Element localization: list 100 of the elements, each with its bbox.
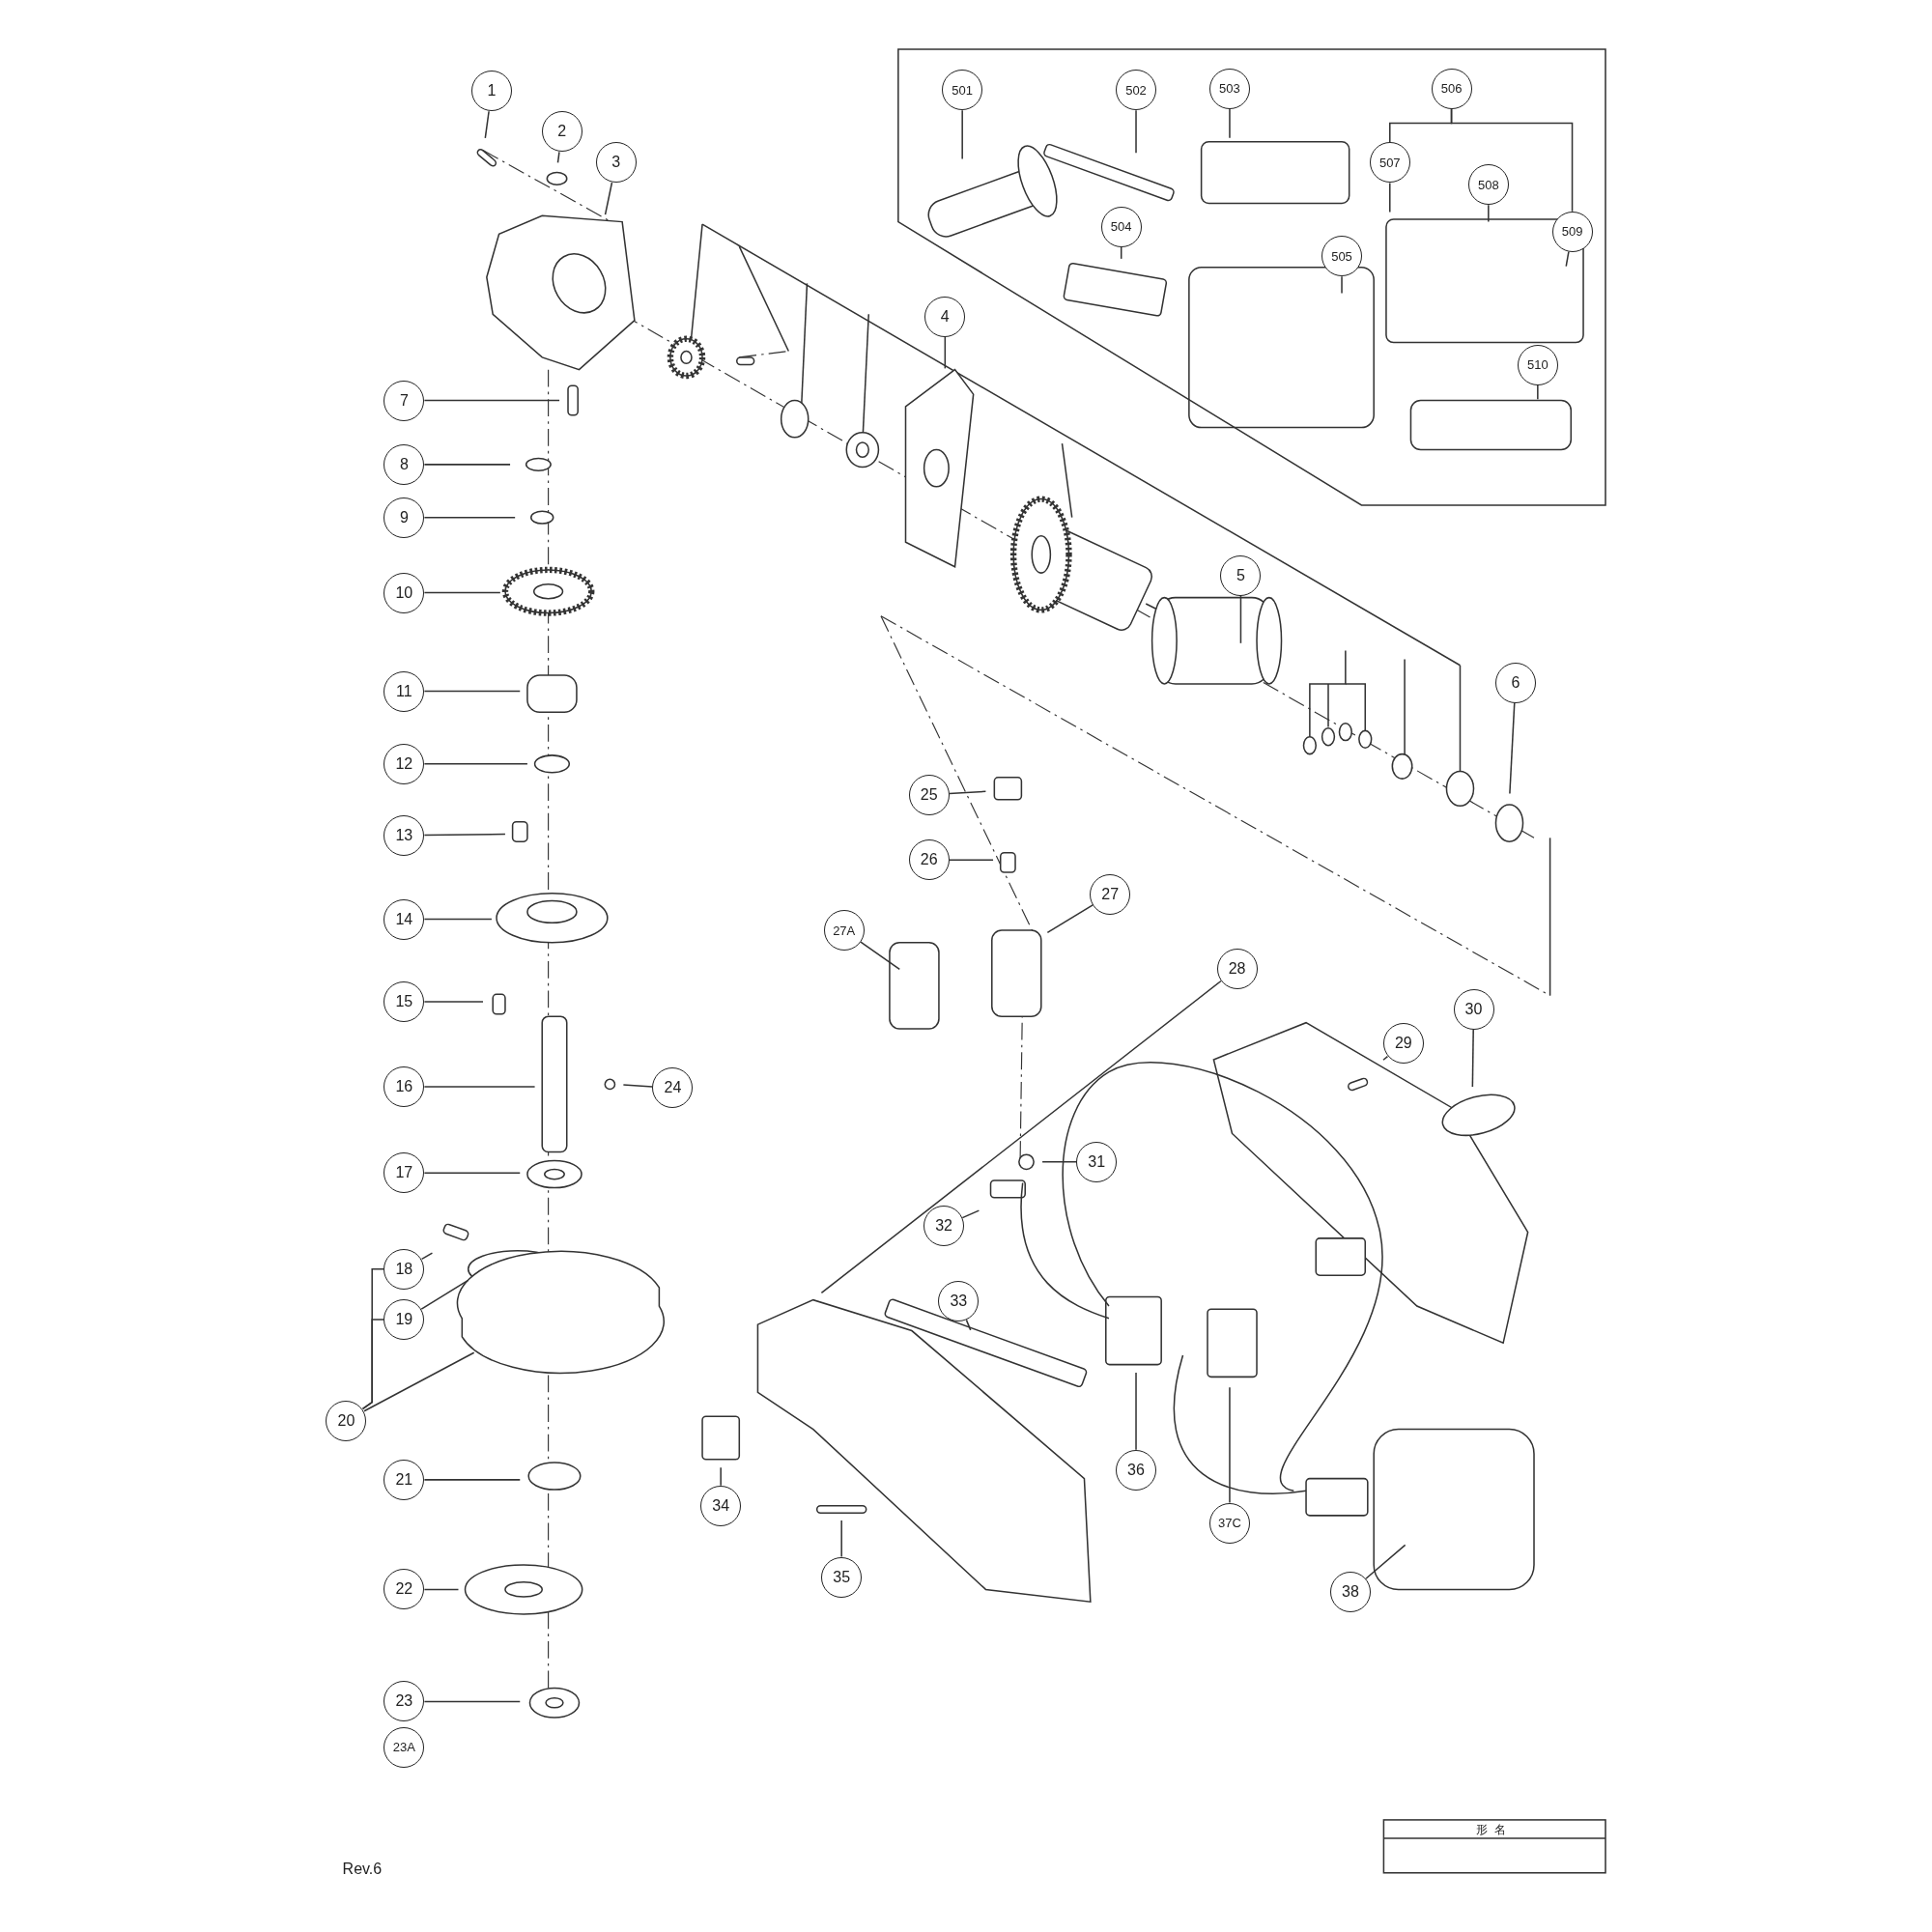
- leader-line: [720, 1466, 722, 1487]
- leader-line: [820, 980, 1222, 1294]
- callout-number: 8: [399, 455, 409, 473]
- callout-number: 509: [1561, 224, 1583, 240]
- callout-number: 11: [396, 682, 412, 700]
- callout-number: 505: [1331, 248, 1352, 264]
- callout-number: 502: [1125, 82, 1147, 98]
- callout-number: 510: [1526, 357, 1548, 373]
- callout-number: 12: [395, 754, 413, 773]
- callout-number: 1: [487, 82, 497, 100]
- leader-line: [604, 182, 613, 215]
- callout-number: 21: [395, 1470, 413, 1489]
- leader-line: [1135, 1372, 1137, 1451]
- leader-line: [363, 1351, 475, 1412]
- callout-number: 506: [1440, 81, 1463, 97]
- leader-line: [1471, 1028, 1474, 1088]
- callout-number: 23A: [392, 1740, 415, 1755]
- leader-line: [1135, 109, 1137, 154]
- leader-line: [949, 859, 994, 862]
- leader-line: [1382, 1055, 1389, 1061]
- callout-number: 4: [940, 307, 950, 326]
- leader-line: [1046, 904, 1094, 934]
- callout-number: 20: [337, 1411, 355, 1430]
- callout-number: 17: [395, 1164, 413, 1182]
- leader-line: [1509, 701, 1516, 795]
- leader-line: [1229, 108, 1231, 139]
- callout-number: 19: [395, 1311, 413, 1329]
- bracket-line: [361, 1319, 385, 1410]
- callout-number: 31: [1088, 1152, 1106, 1171]
- callout-number: 503: [1219, 81, 1240, 97]
- leader-line: [423, 1172, 522, 1175]
- callout-number: 508: [1477, 177, 1499, 192]
- callout-number: 33: [950, 1292, 968, 1310]
- callout-number: 18: [395, 1260, 413, 1278]
- leader-line: [423, 1700, 522, 1703]
- leader-line: [965, 1319, 972, 1331]
- callout-number: 2: [557, 123, 567, 141]
- leader-line: [1229, 1386, 1231, 1504]
- leader-line: [556, 151, 560, 164]
- leader-line: [484, 110, 490, 139]
- leader-line: [423, 1001, 484, 1003]
- leader-line: [423, 1479, 522, 1481]
- leader-line: [860, 941, 900, 971]
- leader-line: [1365, 1544, 1406, 1580]
- callout-number: 32: [935, 1217, 952, 1236]
- leader-line: [423, 833, 506, 837]
- leader-line: [423, 1086, 536, 1088]
- leader-line: [1565, 250, 1570, 268]
- leader-line: [961, 1209, 980, 1219]
- callout-number: 501: [952, 82, 973, 98]
- callout-number: 3: [611, 154, 621, 172]
- callout-number: 6: [1511, 673, 1520, 692]
- leader-line: [944, 336, 947, 370]
- callout-number: 23: [395, 1692, 413, 1711]
- leader-line: [949, 790, 987, 795]
- leader-line: [423, 516, 516, 519]
- revision-note: Rev.6: [342, 1860, 383, 1878]
- callout-number: 9: [399, 508, 409, 526]
- callout-number: 30: [1464, 1000, 1483, 1018]
- leader-line: [1041, 1161, 1077, 1163]
- leader-line: [423, 1588, 460, 1591]
- callout-number: 35: [833, 1568, 851, 1586]
- callout-number: 504: [1110, 219, 1132, 235]
- callout-number: 37C: [1218, 1516, 1241, 1530]
- callout-number: 25: [920, 785, 938, 804]
- leader-line: [423, 918, 493, 921]
- callout-number: 38: [1342, 1582, 1359, 1601]
- leader-line: [1488, 204, 1490, 223]
- leader-line: [840, 1520, 842, 1558]
- leader-line: [423, 464, 511, 466]
- callout-number: 29: [1394, 1035, 1412, 1053]
- leader-line: [420, 1252, 434, 1261]
- callout-number: 24: [664, 1079, 682, 1097]
- callout-number: 10: [395, 583, 413, 602]
- callout-number: 14: [395, 910, 413, 928]
- callout-number: 15: [395, 993, 413, 1010]
- leader-line: [423, 763, 528, 765]
- title-block-heading: 形名: [1476, 1821, 1514, 1838]
- leader-line: [423, 399, 560, 402]
- bracket-line: [1450, 108, 1574, 213]
- leader-line: [1389, 182, 1391, 213]
- callout-number: 28: [1228, 959, 1246, 978]
- callout-number: 13: [395, 826, 413, 844]
- leader-line: [1120, 245, 1122, 260]
- callout-number: 26: [920, 851, 938, 869]
- leader-line: [423, 591, 501, 594]
- callout-number: 36: [1127, 1461, 1145, 1479]
- callout-number: 7: [399, 391, 409, 410]
- leader-line: [622, 1084, 654, 1088]
- leader-line: [1341, 275, 1343, 295]
- callout-number: 27A: [833, 923, 856, 938]
- leader-line: [1239, 594, 1242, 644]
- callout-number: 16: [395, 1078, 413, 1095]
- callout-number: 34: [712, 1496, 730, 1515]
- callout-number: 27: [1101, 886, 1120, 903]
- callout-number: 5: [1236, 566, 1245, 584]
- leader-line: [420, 1279, 469, 1310]
- leader-line: [423, 690, 522, 693]
- callout-number: 22: [395, 1580, 413, 1599]
- callout-number: 507: [1378, 155, 1401, 170]
